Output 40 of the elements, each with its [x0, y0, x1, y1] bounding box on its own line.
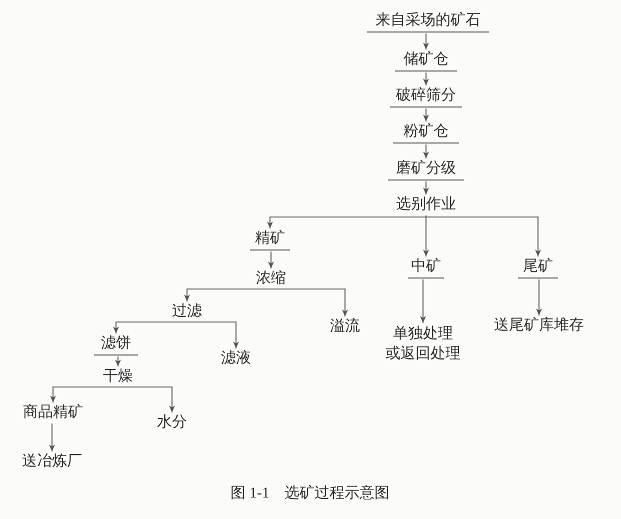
- step-label: 水分: [157, 414, 187, 432]
- underlined-step-label: 滤饼: [94, 334, 138, 356]
- step-label: 送冶炼厂: [22, 452, 82, 472]
- figure-caption: 图 1-1 选矿过程示意图: [230, 484, 390, 502]
- arrow: [184, 288, 272, 302]
- step-label: 滤液: [221, 350, 251, 368]
- underlined-step-label: 来自采场的矿石: [367, 12, 489, 32]
- arrow: [186, 321, 239, 348]
- underlined-step-label: 储矿仓: [395, 50, 457, 72]
- arrow: [50, 386, 119, 402]
- arrow: [423, 144, 429, 158]
- arrow: [49, 424, 55, 452]
- arrow: [423, 108, 429, 122]
- underlined-step-label: 磨矿分级: [388, 160, 464, 180]
- arrow: [420, 280, 426, 323]
- arrow: [267, 215, 427, 228]
- underlined-step-label: 精矿: [250, 230, 290, 250]
- arrow: [115, 356, 121, 366]
- arrow: [268, 252, 274, 268]
- arrow: [423, 216, 429, 256]
- underlined-step-label: 尾矿: [518, 258, 558, 278]
- arrow: [113, 321, 188, 334]
- step-label: 单独处理或返回处理: [386, 324, 460, 364]
- underlined-step-label: 破碎筛分: [390, 86, 462, 108]
- step-label: 溢流: [330, 318, 360, 336]
- step-label: 选别作业: [396, 196, 456, 214]
- step-label: 送尾矿库堆存: [494, 316, 584, 336]
- arrow: [425, 215, 541, 256]
- step-label: 干燥: [103, 368, 133, 386]
- step-label: 浓缩: [256, 270, 286, 288]
- arrow: [536, 280, 542, 316]
- underlined-step-label: 中矿: [408, 258, 444, 278]
- underlined-step-label: 粉矿仓: [393, 122, 459, 144]
- arrow: [270, 288, 348, 316]
- arrow: [423, 72, 429, 86]
- arrow: [423, 182, 429, 194]
- arrow: [423, 34, 429, 50]
- step-label: 商品精矿: [23, 404, 83, 422]
- step-label: 过滤: [172, 302, 202, 322]
- arrow: [117, 386, 175, 412]
